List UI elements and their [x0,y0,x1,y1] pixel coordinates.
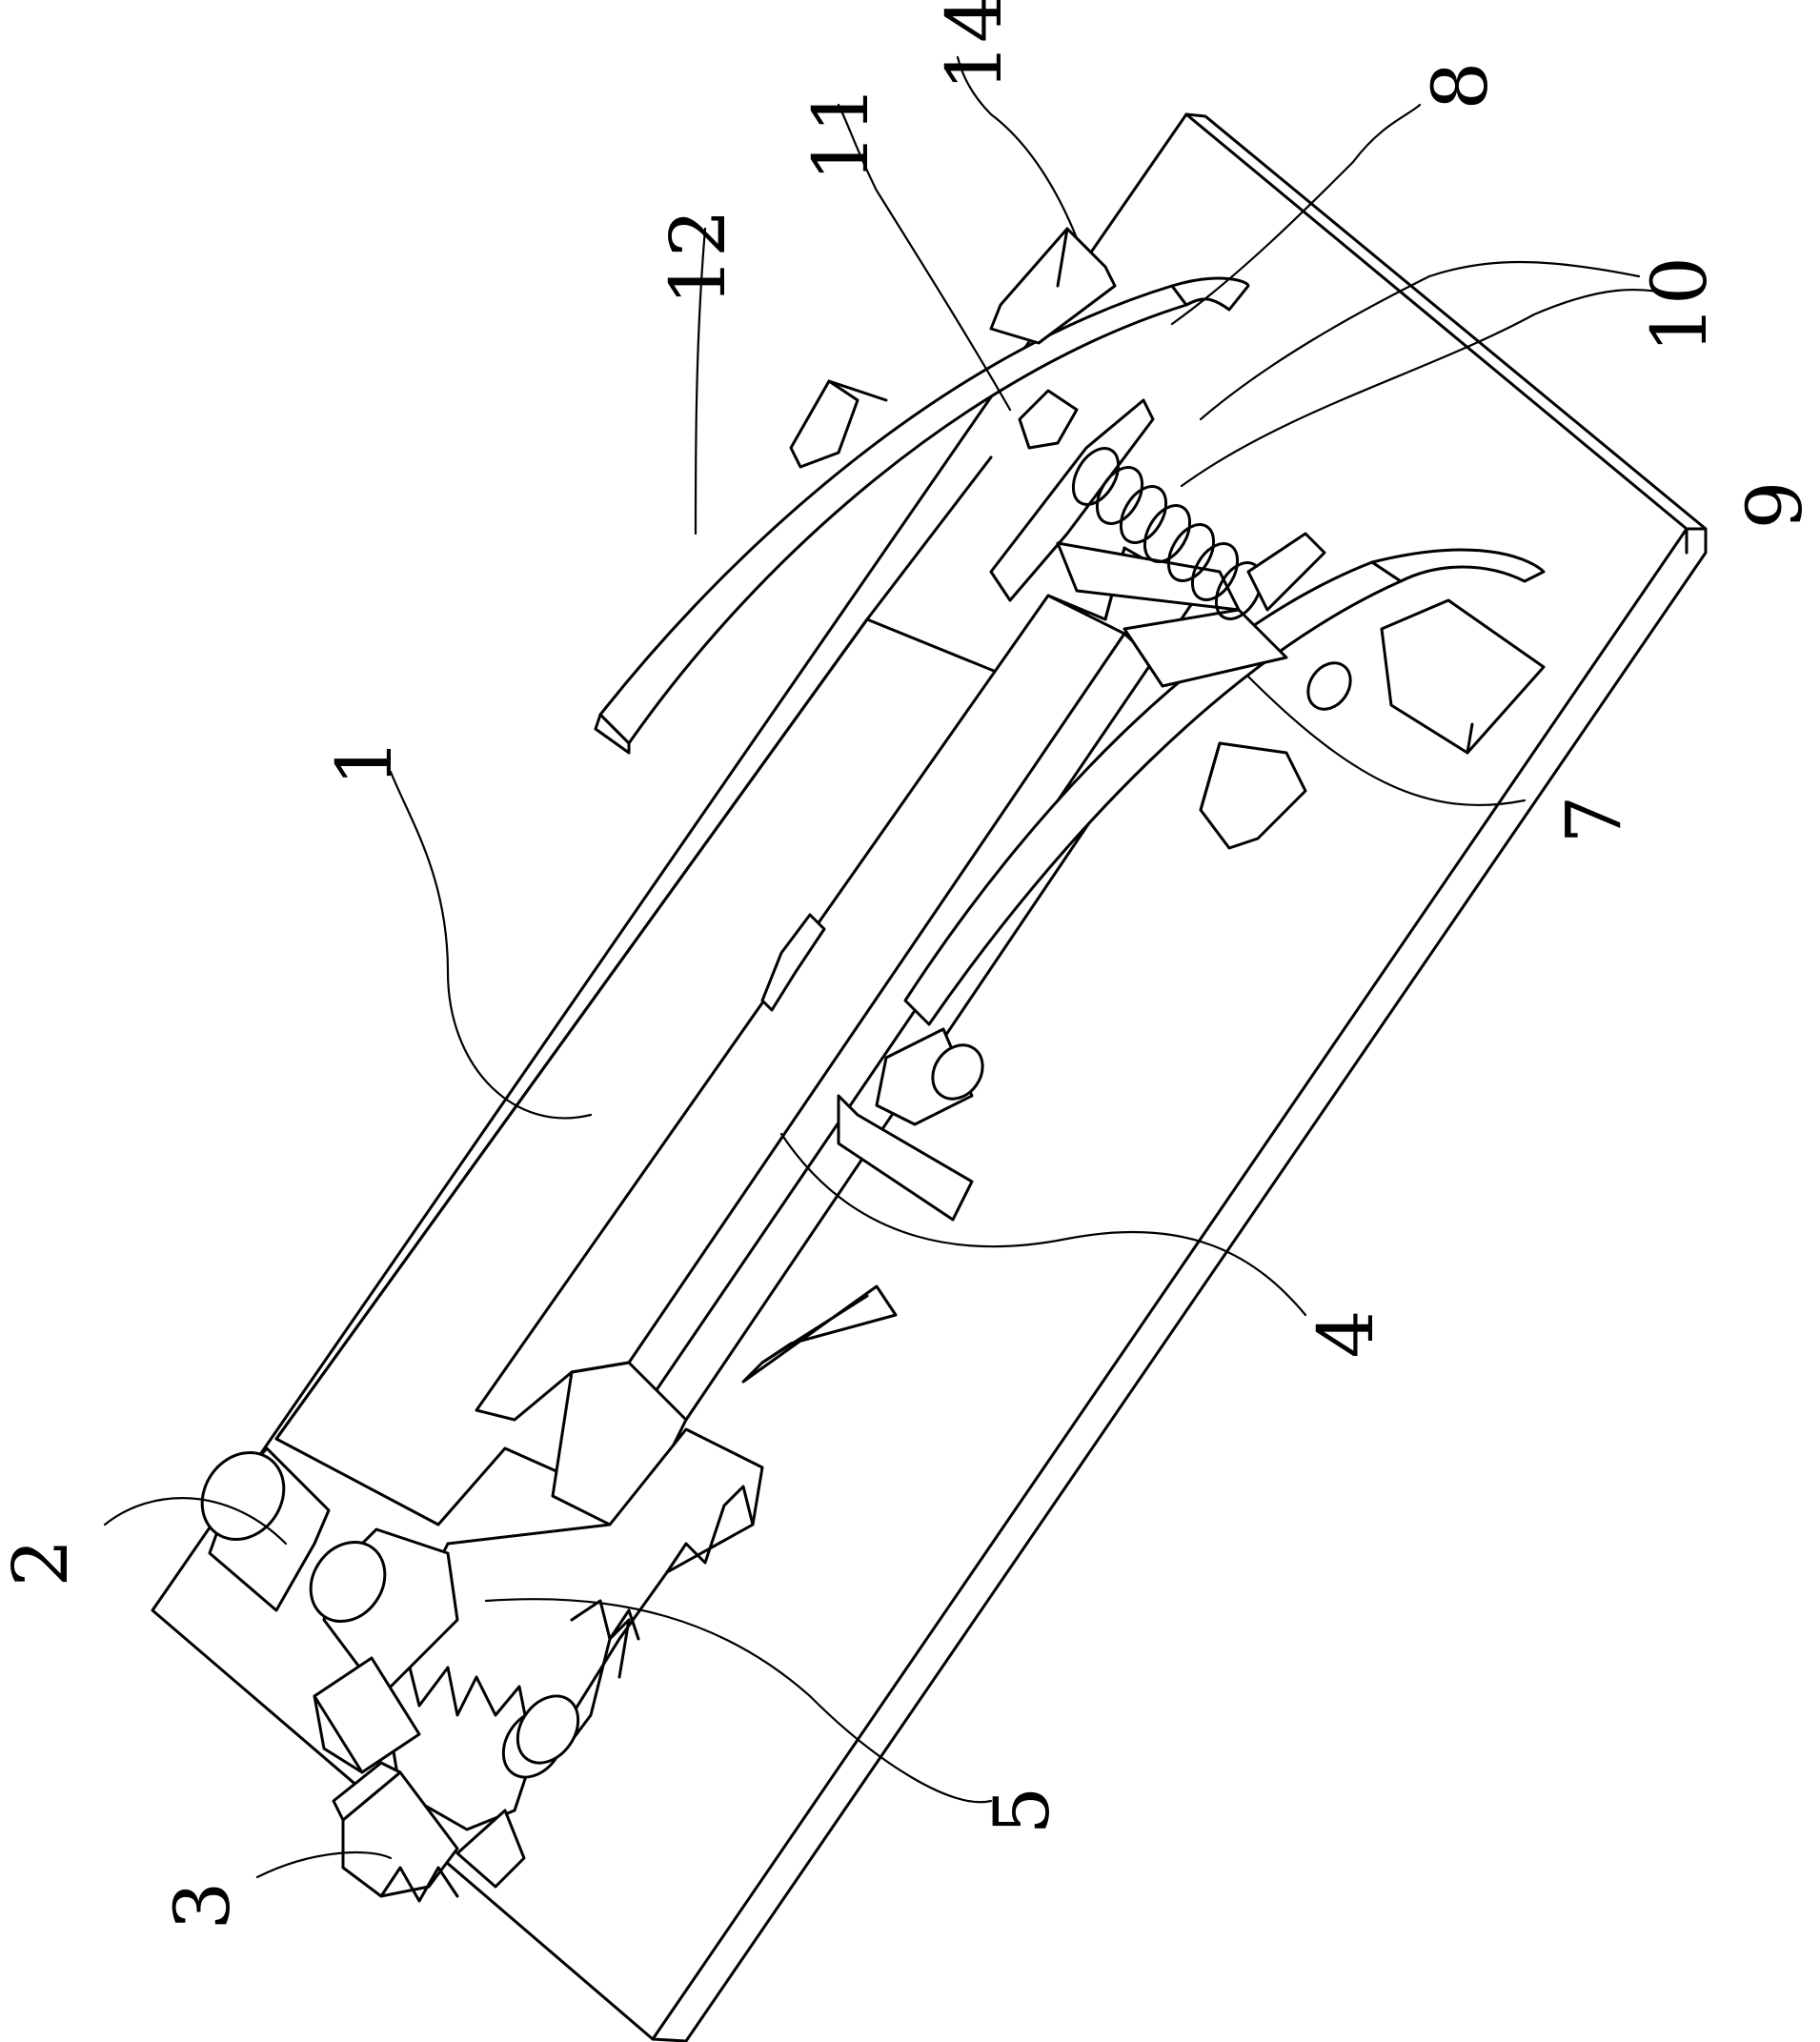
label-4: 4 [1302,1310,1390,1359]
label-8: 8 [1416,62,1505,111]
label-12: 12 [654,209,742,306]
label-14: 14 [930,0,1019,91]
label-10: 10 [1635,256,1724,354]
label-1: 1 [320,738,409,787]
label-11: 11 [797,85,885,182]
label-9: 9 [1730,481,1819,530]
label-2: 2 [0,1539,85,1587]
label-5: 5 [978,1787,1066,1835]
label-7: 7 [1549,796,1638,844]
label-3: 3 [158,1882,247,1931]
